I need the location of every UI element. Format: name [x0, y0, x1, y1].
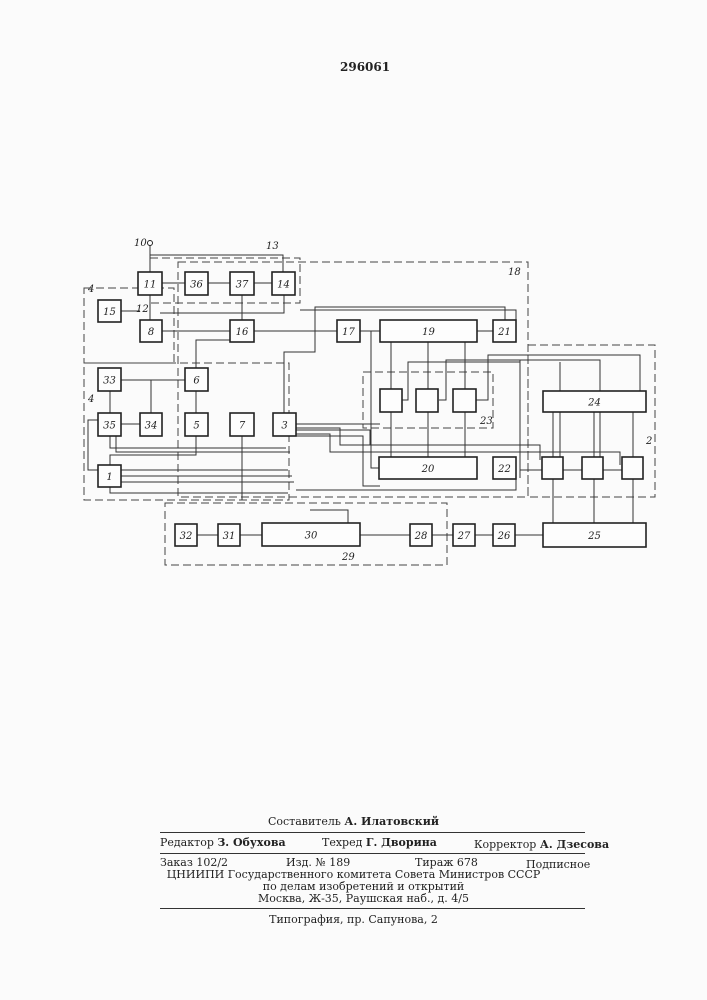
compiler-line: Составитель А. Илатовский — [0, 815, 707, 828]
block-22: 22 — [493, 457, 516, 479]
block-label: 34 — [145, 421, 158, 432]
block-31: 31 — [218, 524, 240, 546]
block-26: 26 — [493, 524, 515, 546]
compiler-name: А. Илатовский — [344, 815, 439, 828]
block-8: 8 — [140, 320, 162, 342]
block-6: 6 — [185, 368, 208, 391]
block-32: 32 — [175, 524, 197, 546]
group-label: 2 — [645, 436, 652, 447]
block-label: 16 — [236, 327, 249, 338]
block-27: 27 — [453, 524, 475, 546]
block-14: 14 — [272, 272, 295, 295]
compiler-label: Составитель — [268, 815, 341, 828]
block-20: 20 — [379, 457, 477, 479]
block-16: 16 — [230, 320, 254, 342]
block-label: 37 — [236, 280, 249, 291]
editor-name: З. Обухова — [217, 836, 285, 849]
block-label: 8 — [148, 327, 154, 338]
block-5: 5 — [185, 413, 208, 436]
block-30: 30 — [262, 523, 360, 546]
block-label: 3 — [281, 421, 287, 432]
corrector-label: Корректор — [474, 838, 536, 851]
block-label: 7 — [239, 421, 246, 432]
block-36: 36 — [185, 272, 208, 295]
block-label: 14 — [277, 280, 290, 291]
block-1: 1 — [98, 465, 121, 487]
block-label: 33 — [103, 376, 116, 387]
block-17: 17 — [337, 320, 360, 342]
block-34: 34 — [140, 413, 162, 436]
block-label: 35 — [103, 421, 116, 432]
unlabeled-block — [416, 389, 438, 412]
techred-label: Техред — [322, 836, 362, 849]
block-label: 31 — [223, 531, 236, 542]
org-line-3: Москва, Ж-35, Раушская наб., д. 4/5 — [0, 892, 707, 905]
block-11: 11 — [138, 272, 162, 295]
techred: Техред Г. Дворина — [322, 836, 437, 849]
block-label: 26 — [497, 531, 511, 542]
printer: Типография, пр. Сапунова, 2 — [0, 913, 707, 926]
block-label: 28 — [414, 531, 428, 542]
input-terminal — [148, 241, 153, 246]
unlabeled-block — [582, 457, 603, 479]
block-label: 36 — [190, 280, 203, 291]
unlabeled-block — [380, 389, 402, 412]
block-3: 3 — [273, 413, 296, 436]
group-label: 4 — [87, 284, 94, 295]
block-label: 20 — [421, 464, 435, 475]
unlabeled-block — [453, 389, 476, 412]
block-label: 19 — [422, 327, 435, 338]
block-37: 37 — [230, 272, 254, 295]
divider — [160, 853, 585, 854]
block-33: 33 — [98, 368, 121, 391]
block-label: 11 — [144, 280, 157, 291]
block-label: 22 — [497, 464, 511, 475]
block-label: 30 — [305, 531, 318, 542]
unlabeled-block — [622, 457, 643, 479]
block-15: 15 — [98, 300, 121, 322]
group-label: 23 — [479, 416, 493, 427]
block-35: 35 — [98, 413, 121, 436]
block-19: 19 — [380, 320, 477, 342]
block-label: 5 — [193, 421, 199, 432]
editor-label: Редактор — [160, 836, 214, 849]
block-label: 15 — [103, 307, 116, 318]
block-21: 21 — [493, 320, 516, 342]
block-label: 21 — [497, 327, 511, 338]
group-label: 18 — [508, 267, 521, 278]
corrector-name: А. Дзесова — [540, 838, 609, 851]
group-label: 29 — [341, 552, 355, 563]
block-label: 1 — [106, 472, 112, 483]
unlabeled-block — [542, 457, 563, 479]
corrector: Корректор А. Дзесова — [474, 838, 609, 851]
editor: Редактор З. Обухова — [160, 836, 286, 849]
divider — [160, 908, 585, 909]
block-label: 25 — [587, 531, 601, 542]
block-28: 28 — [410, 524, 432, 546]
block-label: 27 — [457, 531, 471, 542]
divider — [160, 832, 585, 833]
group-label: 10 — [134, 238, 147, 249]
connection-lines — [88, 243, 640, 535]
group-label: 4 — [87, 394, 94, 405]
block-label: 6 — [193, 376, 200, 387]
techred-name: Г. Дворина — [366, 836, 437, 849]
group-label: 13 — [266, 241, 279, 252]
group-label: 12 — [136, 304, 149, 315]
block-diagram: 1356781114151617192021222425262728303132… — [0, 0, 707, 620]
block-24: 24 — [543, 391, 646, 412]
block-label: 32 — [180, 531, 193, 542]
block-25: 25 — [543, 523, 646, 547]
block-label: 17 — [342, 327, 355, 338]
block-label: 24 — [587, 398, 601, 409]
block-7: 7 — [230, 413, 254, 436]
